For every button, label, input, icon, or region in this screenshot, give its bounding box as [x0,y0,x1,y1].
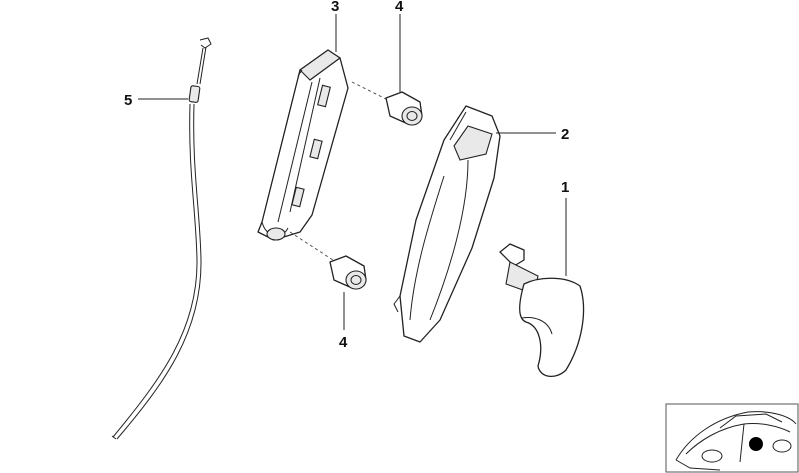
callout-2: 2 [561,126,569,143]
part-4-screw-lower[interactable] [329,255,367,290]
alignment-line-upper [351,81,389,101]
location-marker [749,437,763,451]
callout-4-bottom: 4 [339,334,348,351]
callout-3: 3 [331,0,339,15]
part-5-cable-rod[interactable] [111,37,212,440]
callout-1: 1 [561,179,569,196]
callout-4-top: 4 [395,0,404,15]
part-1-cover-cap[interactable] [499,243,585,377]
part-3-bracket[interactable] [257,49,349,241]
part-4-screw-upper[interactable] [385,91,423,126]
car-location-icon [665,403,799,473]
callout-5: 5 [124,92,132,109]
part-2-outer-handle[interactable] [393,105,501,343]
alignment-line-lower [289,231,337,263]
